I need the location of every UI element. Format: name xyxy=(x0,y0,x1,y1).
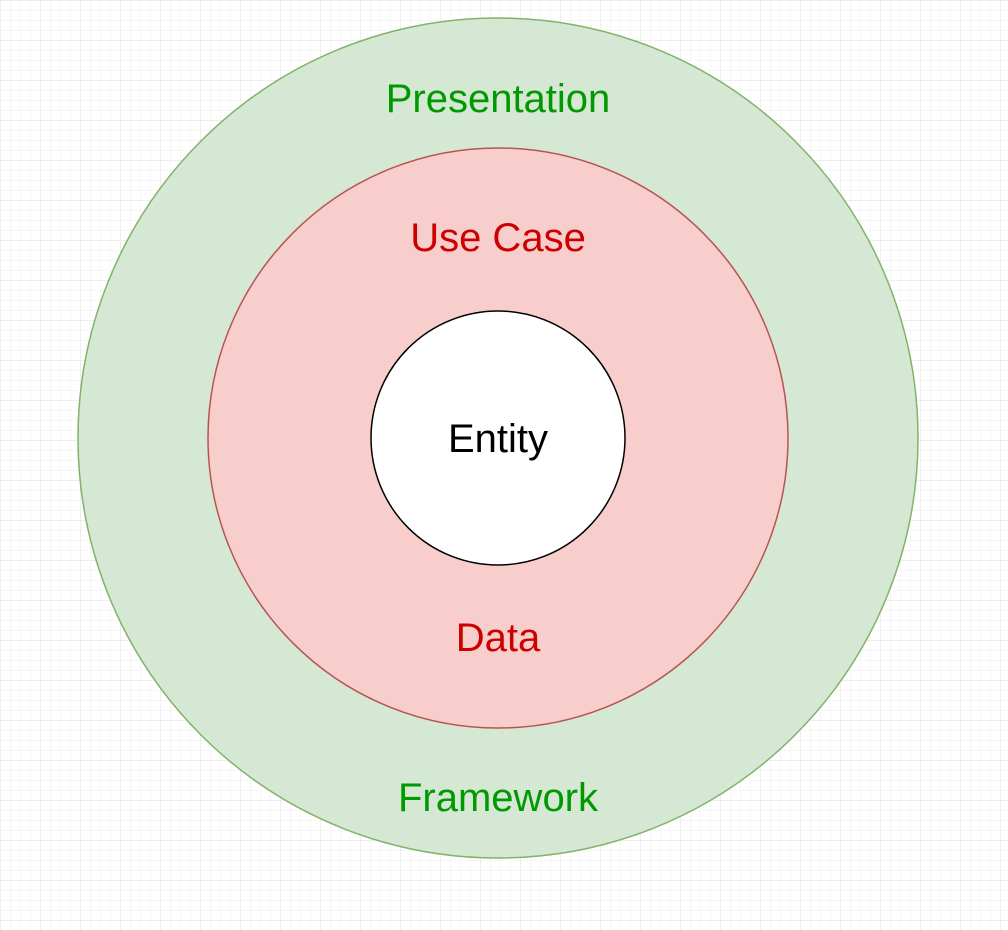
entity-core[interactable] xyxy=(370,310,626,566)
framework-label: Framework xyxy=(398,776,599,820)
presentation-label: Presentation xyxy=(386,77,611,121)
use-case-label: Use Case xyxy=(410,216,586,260)
entity-label: Entity xyxy=(448,417,548,461)
data-label: Data xyxy=(456,616,541,660)
